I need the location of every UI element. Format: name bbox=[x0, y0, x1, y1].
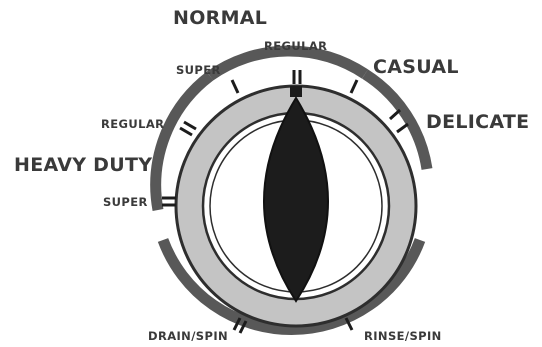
setting-label-drain-spin[interactable]: DRAIN/SPIN bbox=[148, 331, 228, 343]
tick-mark bbox=[390, 110, 400, 119]
setting-label-rinse-spin[interactable]: RINSE/SPIN bbox=[364, 331, 442, 343]
setting-label-normal-regular[interactable]: REGULAR bbox=[264, 41, 327, 53]
group-label-heavy-duty: HEAVY DUTY bbox=[14, 156, 152, 175]
tick-mark bbox=[180, 128, 192, 135]
group-label-casual: CASUAL bbox=[373, 58, 459, 77]
setting-label-normal-super[interactable]: SUPER bbox=[176, 65, 221, 77]
outer-ring-segment-top bbox=[210, 51, 365, 76]
tick-mark bbox=[397, 124, 408, 132]
tick-mark bbox=[184, 122, 196, 129]
setting-label-heavy-super[interactable]: SUPER bbox=[103, 197, 148, 209]
group-label-normal: NORMAL bbox=[173, 9, 267, 28]
tick-mark bbox=[232, 80, 238, 93]
tick-mark bbox=[351, 80, 357, 93]
setting-label-heavy-regular[interactable]: REGULAR bbox=[101, 119, 164, 131]
dial-pointer bbox=[290, 86, 302, 97]
group-label-delicate: DELICATE bbox=[426, 113, 529, 132]
